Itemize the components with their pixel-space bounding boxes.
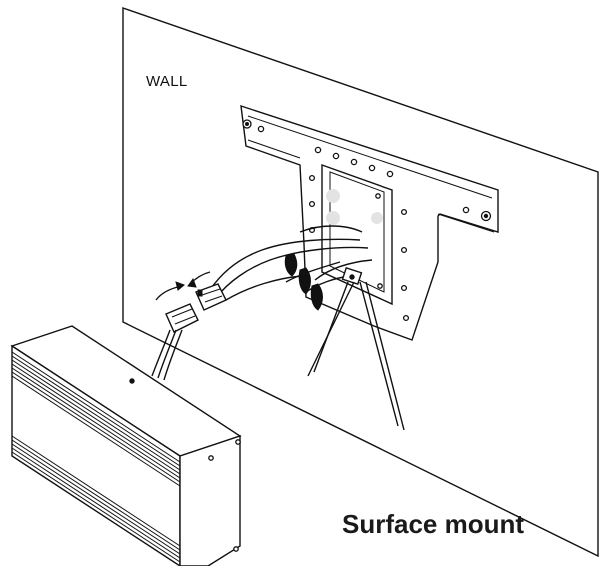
strain-relief-clip	[307, 266, 405, 431]
knockout-icon	[326, 189, 340, 203]
knockout-icon	[326, 211, 340, 225]
wall-side-connector	[195, 283, 227, 311]
wall-plane	[122, 7, 599, 558]
wire-bundle	[209, 225, 373, 301]
wire-nuts	[284, 253, 323, 311]
wire-nut-icon	[284, 253, 298, 277]
wire-connector-icon	[195, 283, 227, 311]
wire-connector-icon	[165, 303, 199, 333]
device-side-connector	[165, 303, 199, 333]
wall-label: WALL	[146, 73, 188, 90]
connection-arrows	[155, 271, 211, 301]
wire-nut-icon	[310, 283, 323, 311]
diagram-title: Surface mount	[342, 509, 524, 539]
knockout-icon	[371, 212, 383, 224]
mounting-bracket	[240, 104, 499, 341]
front-grille	[11, 351, 181, 563]
wire-nut-icon	[298, 267, 311, 295]
device-box	[10, 325, 242, 566]
bracket-holes	[242, 119, 492, 322]
device-cable	[151, 329, 183, 381]
